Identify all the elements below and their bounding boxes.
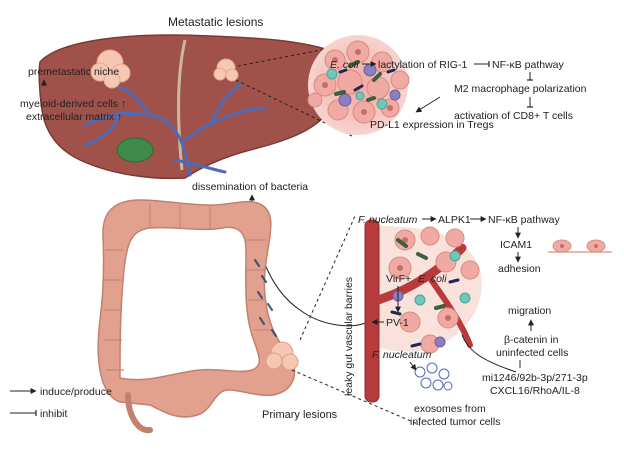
- metastatic-cell-cluster: [307, 35, 410, 135]
- prim-cxcl: CXCL16/RhoA/IL-8: [490, 385, 580, 397]
- colon-shape: [97, 199, 296, 418]
- liver-ligament: [176, 39, 187, 171]
- prim-migration: migration: [508, 305, 551, 317]
- prim-link-exo-cell: [461, 334, 517, 373]
- meta-nfkb: NF-κB pathway: [492, 59, 565, 71]
- label-premetastatic: premetastatic niche: [28, 66, 119, 78]
- liver-tumor-1: [90, 49, 131, 89]
- prim-arrow-exosome: [409, 361, 417, 371]
- prim-nfkb: NF-κB pathway: [488, 214, 561, 226]
- liver-illustration: [38, 34, 345, 180]
- prim-icam1: ICAM1: [500, 239, 532, 251]
- legend: induce/produce inhibit: [10, 386, 112, 420]
- barrier-label: leaky gut vascular barries: [343, 277, 355, 396]
- colon-haustra: [104, 203, 272, 371]
- primary-zoom-bottom: [291, 369, 421, 426]
- primary-cell-panel: [364, 219, 482, 403]
- exosome-cluster: [414, 362, 453, 391]
- prim-exo-1: exosomes from: [414, 403, 486, 415]
- prim-alpk1: ALPK1: [438, 214, 471, 226]
- label-myeloid: myeloid-derived cells ↑: [20, 98, 126, 110]
- metastatic-title: Metastatic lesions: [168, 15, 263, 29]
- prim-adhesion: adhesion: [498, 263, 541, 275]
- prim-fnuc2: F. nucleatum: [372, 349, 432, 361]
- dissemination-label: dissemination of bacteria: [192, 181, 308, 193]
- colon-appendix: [125, 392, 153, 434]
- colon-illustration: [97, 199, 299, 434]
- prim-exo-2: infected tumor cells: [410, 416, 500, 428]
- prim-bcatenin-2: uninfected cells: [496, 347, 568, 359]
- liver-tumor-2: [213, 58, 239, 82]
- meta-pdl1: PD-L1 expression in Tregs: [370, 119, 494, 131]
- gallbladder: [116, 137, 154, 163]
- primary-title: Primary lesions: [262, 409, 338, 421]
- colon-bacteria: [253, 258, 278, 338]
- legend-induce: induce/produce: [40, 386, 112, 398]
- prim-fnuc: F. nucleatum: [358, 214, 418, 226]
- meta-arrow-pdl1: [415, 96, 441, 113]
- prim-virf: VirF+: [386, 273, 411, 285]
- meta-ecoli: E. coli: [330, 59, 359, 71]
- legend-inhibit: inhibit: [40, 408, 68, 420]
- prim-mirna: mi1246/92b-3p/271-3p: [482, 372, 588, 384]
- prim-pv1: PV-1: [386, 317, 409, 329]
- meta-cd8: activation of CD8+ T cells: [454, 110, 573, 122]
- endothelial-cells: [548, 239, 612, 253]
- meta-lactylation: lactylation of RIG-1: [378, 59, 467, 71]
- prim-bcatenin-1: β-catenin in: [504, 334, 559, 346]
- meta-m2: M2 macrophage polarization: [454, 83, 587, 95]
- label-ecm: extracellular matrix ↑: [26, 111, 122, 123]
- blood-vessel: [364, 219, 380, 403]
- primary-zoom-top: [299, 215, 356, 341]
- prim-virf-ecoli: E. coli: [418, 273, 447, 285]
- primary-tumor: [265, 341, 299, 371]
- hepatic-veins: [83, 83, 267, 177]
